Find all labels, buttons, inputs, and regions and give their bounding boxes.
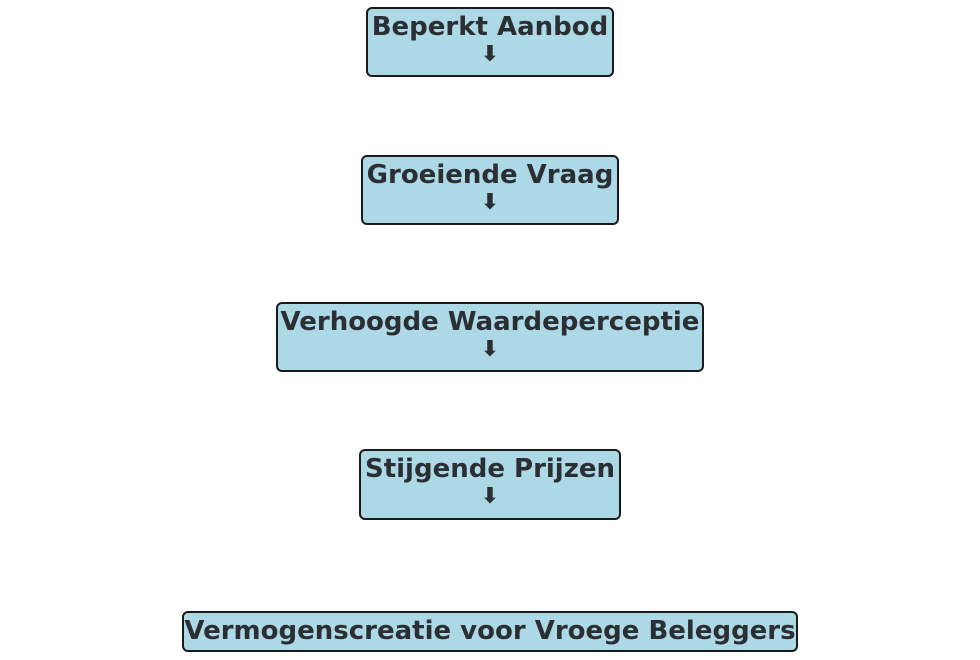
step-box-growing-demand: Groeiende Vraag ⬇ [361, 155, 619, 225]
step-label: Groeiende Vraag [366, 160, 614, 190]
step-box-limited-supply: Beperkt Aanbod ⬇ [366, 7, 614, 77]
down-arrow-icon: ⬇ [480, 42, 500, 67]
down-arrow-icon: ⬇ [480, 337, 500, 362]
step-label: Beperkt Aanbod [371, 12, 609, 42]
down-arrow-icon: ⬇ [480, 484, 500, 509]
step-label: Verhoogde Waardeperceptie [280, 307, 700, 337]
step-box-wealth-creation: Vermogenscreatie voor Vroege Beleggers [182, 611, 798, 652]
step-box-increased-value-perception: Verhoogde Waardeperceptie ⬇ [276, 302, 704, 372]
step-label: Stijgende Prijzen [364, 454, 615, 484]
down-arrow-icon: ⬇ [480, 190, 500, 215]
step-label: Vermogenscreatie voor Vroege Beleggers [184, 616, 796, 646]
step-box-rising-prices: Stijgende Prijzen ⬇ [359, 449, 621, 520]
